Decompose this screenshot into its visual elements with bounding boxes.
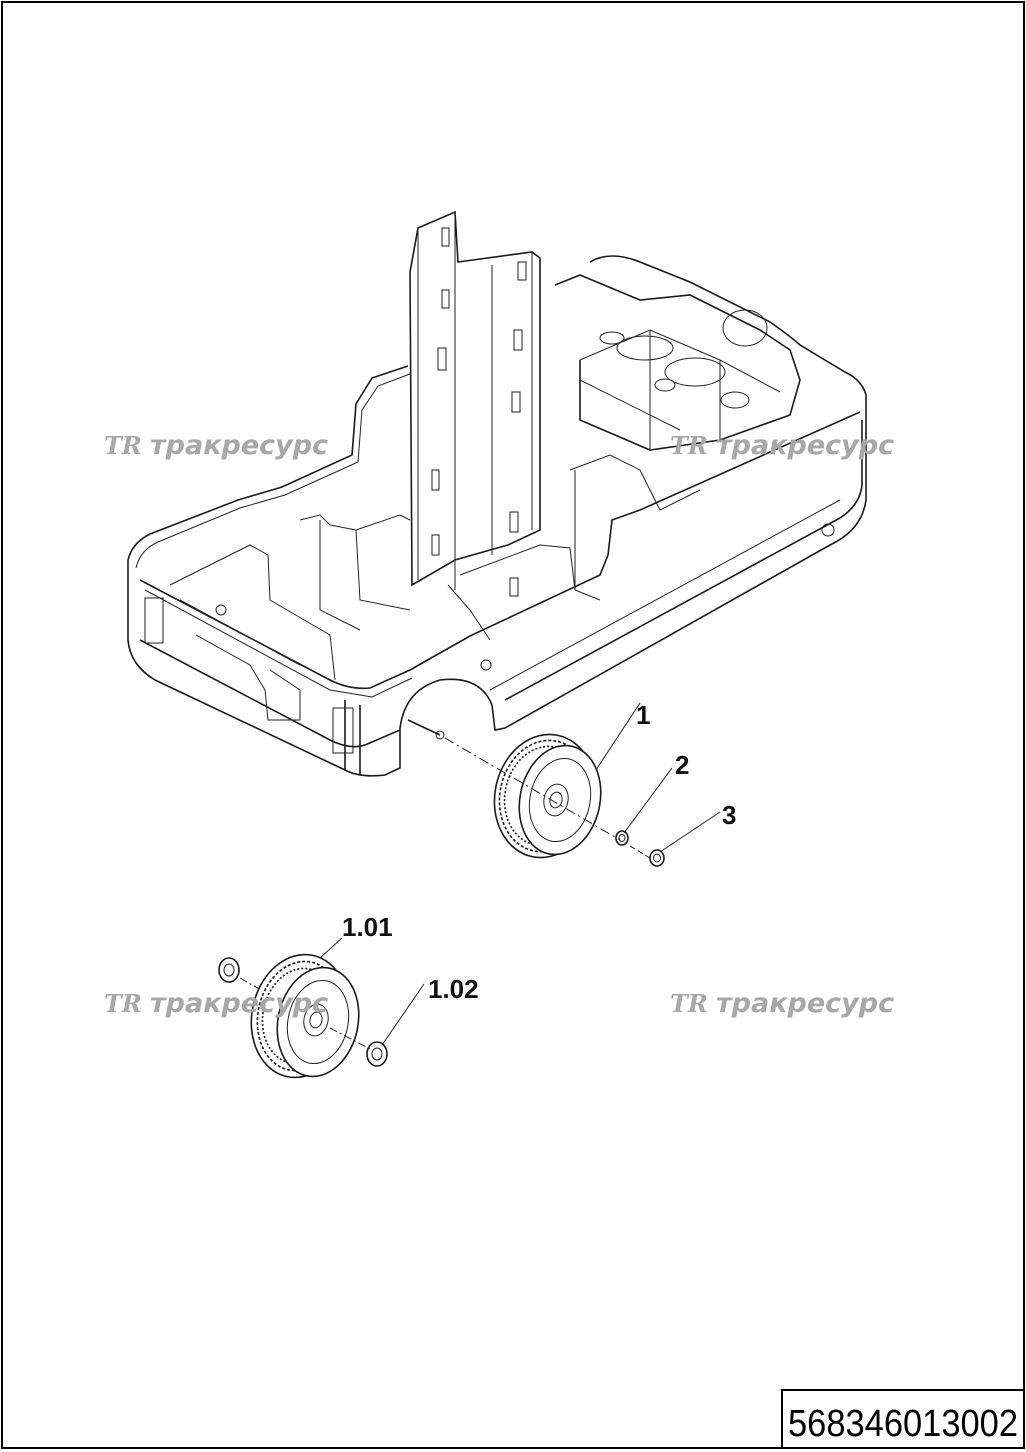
title-block: 568346013002 xyxy=(781,1389,1025,1449)
document-number-box xyxy=(781,1389,1025,1449)
watermark-bottom-left: TR тракресурс xyxy=(104,988,328,1019)
watermark-text: тракресурс xyxy=(716,988,894,1019)
watermark-text: тракресурс xyxy=(150,430,328,461)
document-number: 568346013002 xyxy=(788,1403,1018,1445)
watermark-logo-icon: TR xyxy=(670,431,708,460)
wheel-assembly-mounted xyxy=(444,733,651,859)
wheel-exploded-view xyxy=(218,953,388,1079)
callout-1-01: 1.01 xyxy=(342,912,393,942)
callout-2: 2 xyxy=(675,750,689,780)
watermark-top-left: TR тракресурс xyxy=(104,430,328,461)
callout-1-02: 1.02 xyxy=(428,974,479,1004)
watermark-top-right: TR тракресурс xyxy=(670,430,894,461)
washer-item-2 xyxy=(615,830,629,846)
leader-lines xyxy=(319,702,721,1046)
watermark-text: тракресурс xyxy=(716,430,894,461)
callout-1: 1 xyxy=(636,700,650,730)
nut-item-3 xyxy=(649,849,665,867)
watermark-bottom-right: TR тракресурс xyxy=(670,988,894,1019)
watermark-logo-icon: TR xyxy=(104,431,142,460)
watermark-text: тракресурс xyxy=(150,988,328,1019)
callout-3: 3 xyxy=(722,800,736,830)
chassis-frame xyxy=(127,210,867,777)
watermark-logo-icon: TR xyxy=(104,989,142,1018)
watermark-logo-icon: TR xyxy=(670,989,708,1018)
